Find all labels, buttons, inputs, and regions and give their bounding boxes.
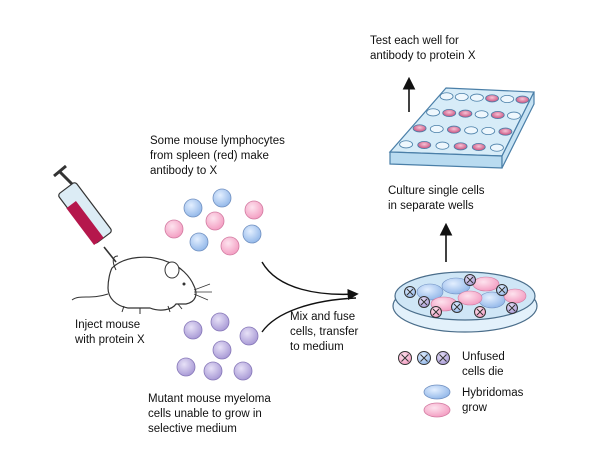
cell-blue xyxy=(189,232,209,252)
cell-purple xyxy=(183,320,203,340)
well-empty xyxy=(500,95,515,104)
cell-purple xyxy=(233,361,253,381)
legend-unfused-label: Unfused cells die xyxy=(462,351,505,378)
lymphocytes-label: Some mouse lymphocytes from spleen (red)… xyxy=(150,135,285,177)
well-empty xyxy=(464,126,478,135)
mouse-icon xyxy=(71,255,212,314)
inject-label: Inject mouse with protein X xyxy=(75,319,145,346)
cell-red xyxy=(205,211,225,231)
well-empty xyxy=(481,127,496,136)
mix-label: Mix and fuse cells, transfer to medium xyxy=(290,311,359,353)
well-positive xyxy=(515,95,530,104)
cell-purple xyxy=(212,340,232,360)
cell-blue xyxy=(183,198,203,218)
well-empty xyxy=(399,140,413,149)
syringe-icon xyxy=(53,164,123,273)
culture-label: Culture single cells in separate wells xyxy=(388,185,485,212)
well-positive xyxy=(498,127,513,136)
well-positive xyxy=(458,109,473,118)
lymphocyte-cluster xyxy=(164,188,264,256)
legend-hybridoma-red-icon xyxy=(423,402,451,418)
arrow-myeloma-to-dish xyxy=(261,297,357,333)
well-empty xyxy=(439,92,454,101)
well-grid xyxy=(399,92,530,152)
well-positive xyxy=(485,94,499,103)
cell-purple xyxy=(239,326,259,346)
petri-dish-icon xyxy=(392,271,538,333)
cell-blue xyxy=(242,224,262,244)
well-empty xyxy=(470,93,484,102)
well-positive xyxy=(412,124,427,133)
well-positive xyxy=(442,109,457,118)
well-empty xyxy=(507,111,521,120)
arrow-lymphocytes-to-dish xyxy=(261,261,359,301)
cell-red xyxy=(220,236,240,256)
well-plate-icon xyxy=(388,87,535,169)
well-positive xyxy=(490,111,505,120)
well-empty xyxy=(454,93,469,102)
legend-unfused-icons xyxy=(398,351,450,365)
well-empty xyxy=(474,110,489,119)
legend-hybridomas-label: Hybridomas grow xyxy=(462,387,524,414)
well-positive xyxy=(417,140,432,149)
well-positive xyxy=(453,142,468,151)
well-empty xyxy=(490,143,504,152)
cell-purple xyxy=(210,312,230,332)
cell-red xyxy=(244,200,264,220)
myeloma-label: Mutant mouse myeloma cells unable to gro… xyxy=(148,393,271,435)
test-label: Test each well for antibody to protein X xyxy=(370,35,476,62)
well-empty xyxy=(429,125,444,134)
well-positive xyxy=(447,125,461,134)
well-empty xyxy=(435,141,450,150)
myeloma-cluster xyxy=(176,312,259,381)
cell-blue xyxy=(212,188,232,208)
well-empty xyxy=(426,108,440,117)
legend-hybridoma-blue-icon xyxy=(423,384,451,400)
well-positive xyxy=(471,142,486,151)
cell-purple xyxy=(176,357,196,377)
cell-red xyxy=(164,219,184,239)
cell-purple xyxy=(203,361,223,381)
